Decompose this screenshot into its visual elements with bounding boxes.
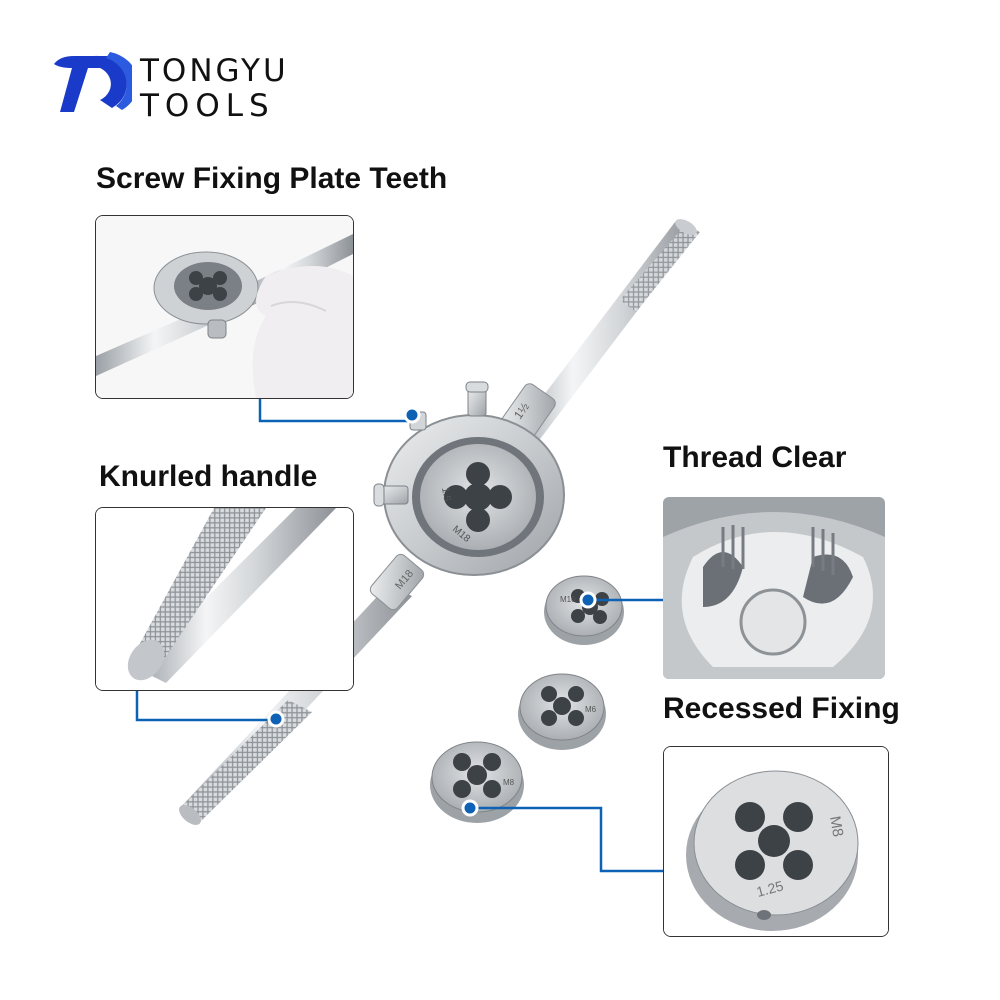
callout-dot-knurl	[267, 710, 285, 728]
callout-line-screw	[258, 397, 412, 423]
loose-die-1: M10	[544, 575, 624, 645]
inset-screw-fixing-photo	[95, 215, 354, 399]
inset-knurled-handle-photo	[95, 507, 354, 691]
wrench-die-pitch: 1.5	[439, 487, 452, 503]
loose-die-2: M6	[518, 673, 606, 750]
callout-dot-screw	[403, 406, 421, 424]
feature-title-thread-clear: Thread Clear	[663, 441, 847, 474]
recess-die-pitch: 1.25	[755, 877, 786, 900]
inset-recessed-fixing-photo: M8 1.25	[663, 746, 889, 937]
callout-line-recess	[470, 806, 663, 873]
brand-name: TONGYU	[140, 53, 289, 89]
wrench-body: 1.5 M18	[383, 414, 565, 576]
feature-title-knurled-handle: Knurled handle	[99, 460, 318, 493]
loose-die-1-size: M10	[560, 595, 576, 604]
feature-title-screw-fixing: Screw Fixing Plate Teeth	[96, 162, 448, 195]
callout-dot-recess	[461, 799, 479, 817]
loose-die-2-size: M6	[585, 705, 597, 714]
callout-line-knurl	[135, 689, 276, 722]
fixing-screw-top	[465, 381, 489, 417]
upper-handle-rod	[506, 219, 700, 455]
brand-subtitle: TOOLS	[140, 88, 275, 124]
loose-die-3-size: M8	[503, 778, 515, 787]
tongyu-logo-icon	[54, 52, 132, 112]
feature-title-recessed-fixing: Recessed Fixing	[663, 692, 900, 725]
recess-die-size: M8	[826, 815, 846, 838]
inset-thread-clear-photo	[663, 497, 885, 679]
callout-dot-thread	[579, 591, 597, 609]
fixing-screw-left	[373, 483, 409, 507]
loose-die-3: M8	[430, 741, 524, 823]
lower-handle-rod	[179, 585, 412, 825]
